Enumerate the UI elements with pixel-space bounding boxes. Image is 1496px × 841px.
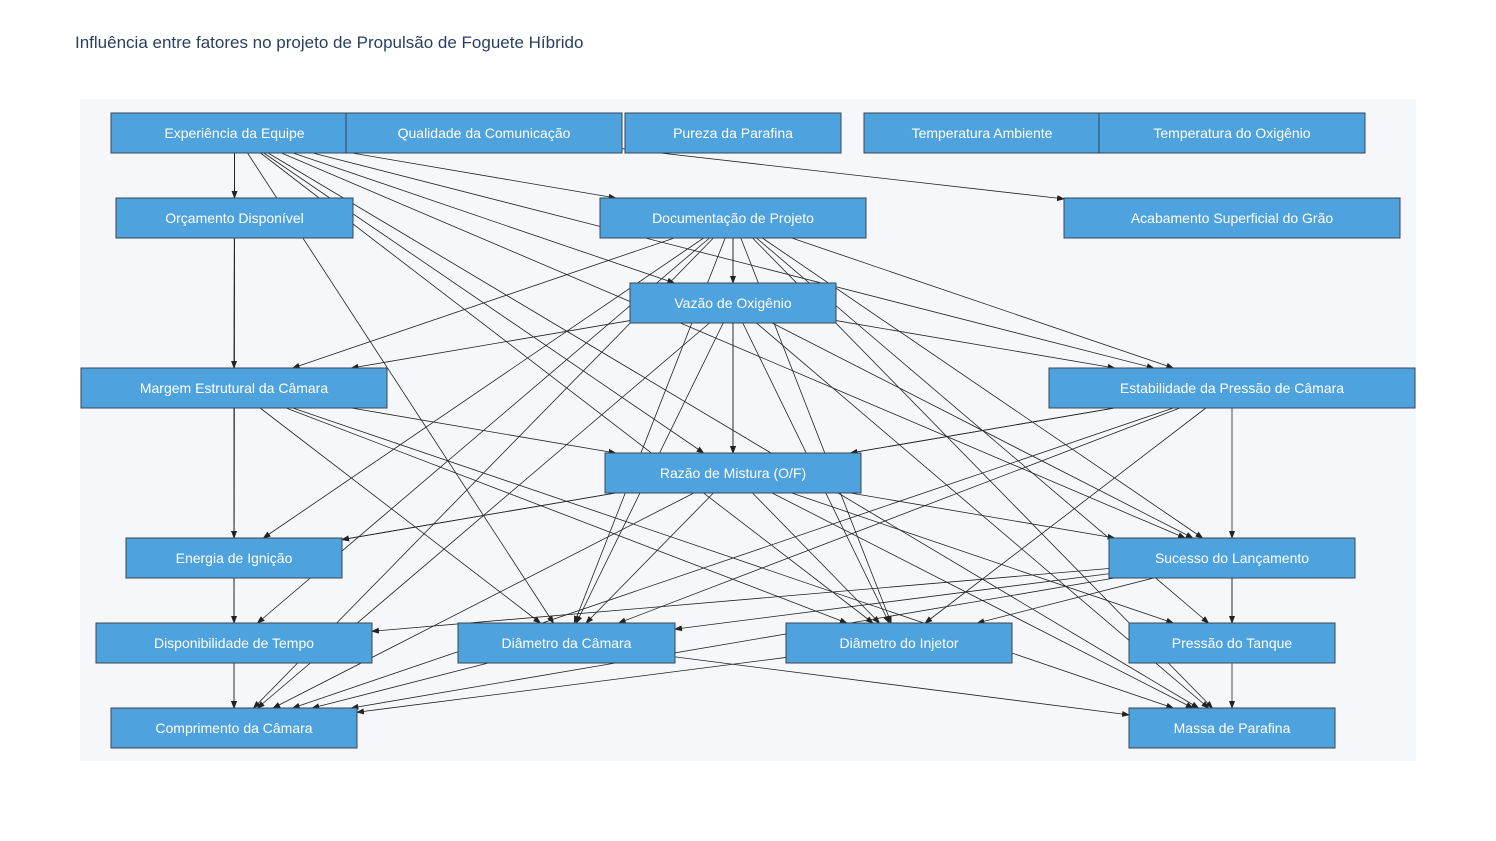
edge-mar-to-dca (259, 407, 542, 624)
node-orc[interactable]: Orçamento Disponível (115, 197, 354, 239)
node-box (115, 197, 354, 239)
node-cca[interactable]: Comprimento da Câmara (110, 707, 358, 749)
node-suc[interactable]: Sucesso do Lançamento (1108, 537, 1356, 579)
edge-mar-to-din (286, 407, 848, 624)
node-label: Documentação de Projeto (652, 210, 814, 226)
edge-suc-to-din (976, 577, 1154, 625)
node-mar[interactable]: Margem Estrutural da Câmara (80, 367, 388, 409)
node-box (1108, 537, 1356, 579)
node-ptq[interactable]: Pressão do Tanque (1128, 622, 1336, 664)
node-box (1128, 622, 1336, 664)
node-box (604, 452, 862, 494)
edge-dca-to-cca (311, 662, 489, 710)
node-label: Vazão de Oxigênio (674, 295, 791, 311)
node-box (785, 622, 1013, 664)
node-box (863, 112, 1101, 154)
node-box (125, 537, 343, 579)
node-label: Qualidade da Comunicação (398, 125, 571, 141)
node-tam[interactable]: Temperatura Ambiente (863, 112, 1101, 154)
node-label: Massa de Parafina (1174, 720, 1291, 736)
node-exp[interactable]: Experiência da Equipe (110, 112, 359, 154)
edge-vaz-to-est (835, 320, 1116, 370)
node-label: Estabilidade da Pressão de Câmara (1120, 380, 1344, 396)
edge-est-to-cca (291, 407, 1174, 709)
node-tox[interactable]: Temperatura do Oxigênio (1098, 112, 1366, 154)
node-box (345, 112, 623, 154)
chart-title: Influência entre fatores no projeto de P… (75, 33, 584, 52)
node-label: Diâmetro do Injetor (839, 635, 958, 651)
node-label: Sucesso do Lançamento (1155, 550, 1309, 566)
edge-est-to-dca (617, 407, 1180, 624)
edge-raz-to-ene (341, 492, 616, 542)
edge-doc-to-est (791, 237, 1175, 369)
edge-dca-to-mas (674, 656, 1130, 717)
node-box (1063, 197, 1401, 239)
edge-exp-to-doc (351, 152, 617, 200)
node-box (457, 622, 676, 664)
node-label: Acabamento Superficial do Grão (1131, 210, 1334, 226)
node-ene[interactable]: Energia de Ignição (125, 537, 343, 579)
node-box (599, 197, 867, 239)
node-aca[interactable]: Acabamento Superficial do Grão (1063, 197, 1401, 239)
node-label: Comprimento da Câmara (155, 720, 312, 736)
node-label: Pureza da Parafina (673, 125, 793, 141)
edge-din-to-cca (356, 657, 787, 715)
node-label: Temperatura Ambiente (912, 125, 1053, 141)
edge-raz-to-ptq (791, 492, 1175, 624)
node-box (95, 622, 373, 664)
edge-est-to-din (924, 407, 1207, 624)
edge-exp-to-vaz (293, 152, 676, 284)
node-doc[interactable]: Documentação de Projeto (599, 197, 867, 239)
edge-suc-to-dca (674, 573, 1110, 632)
node-box (1128, 707, 1336, 749)
node-label: Orçamento Disponível (165, 210, 304, 226)
node-est[interactable]: Estabilidade da Pressão de Câmara (1048, 367, 1416, 409)
edge-raz-to-dca (585, 492, 714, 624)
node-box (1048, 367, 1416, 409)
node-par[interactable]: Pureza da Parafina (624, 112, 842, 154)
edge-com-to-aca (621, 148, 1065, 202)
edge-raz-to-din (752, 492, 881, 624)
node-label: Experiência da Equipe (164, 125, 304, 141)
node-vaz[interactable]: Vazão de Oxigênio (629, 282, 837, 324)
node-box (1098, 112, 1366, 154)
nodes-layer: Experiência da Equipe Qualidade da Comuni… (80, 112, 1416, 749)
node-box (110, 707, 358, 749)
node-label: Margem Estrutural da Câmara (140, 380, 329, 396)
node-label: Razão de Mistura (O/F) (660, 465, 806, 481)
node-label: Energia de Ignição (176, 550, 293, 566)
edge-vaz-to-mar (350, 320, 631, 370)
edge-mar-to-raz (351, 407, 617, 455)
node-dis[interactable]: Disponibilidade de Tempo (95, 622, 373, 664)
node-com[interactable]: Qualidade da Comunicação (345, 112, 623, 154)
node-box (624, 112, 842, 154)
edge-suc-to-dis (371, 568, 1110, 634)
edge-suc-to-cca (350, 577, 1115, 710)
edge-doc-to-mar (291, 237, 675, 369)
node-dca[interactable]: Diâmetro da Câmara (457, 622, 676, 664)
node-raz[interactable]: Razão de Mistura (O/F) (604, 452, 862, 494)
node-label: Diâmetro da Câmara (502, 635, 632, 651)
edge-raz-to-cca (272, 492, 695, 709)
node-box (629, 282, 837, 324)
node-label: Pressão do Tanque (1172, 635, 1293, 651)
node-mas[interactable]: Massa de Parafina (1128, 707, 1336, 749)
node-label: Temperatura do Oxigênio (1153, 125, 1310, 141)
node-din[interactable]: Diâmetro do Injetor (785, 622, 1013, 664)
node-label: Disponibilidade de Tempo (154, 635, 314, 651)
edge-raz-to-suc (850, 492, 1116, 540)
node-box (110, 112, 359, 154)
node-box (80, 367, 388, 409)
